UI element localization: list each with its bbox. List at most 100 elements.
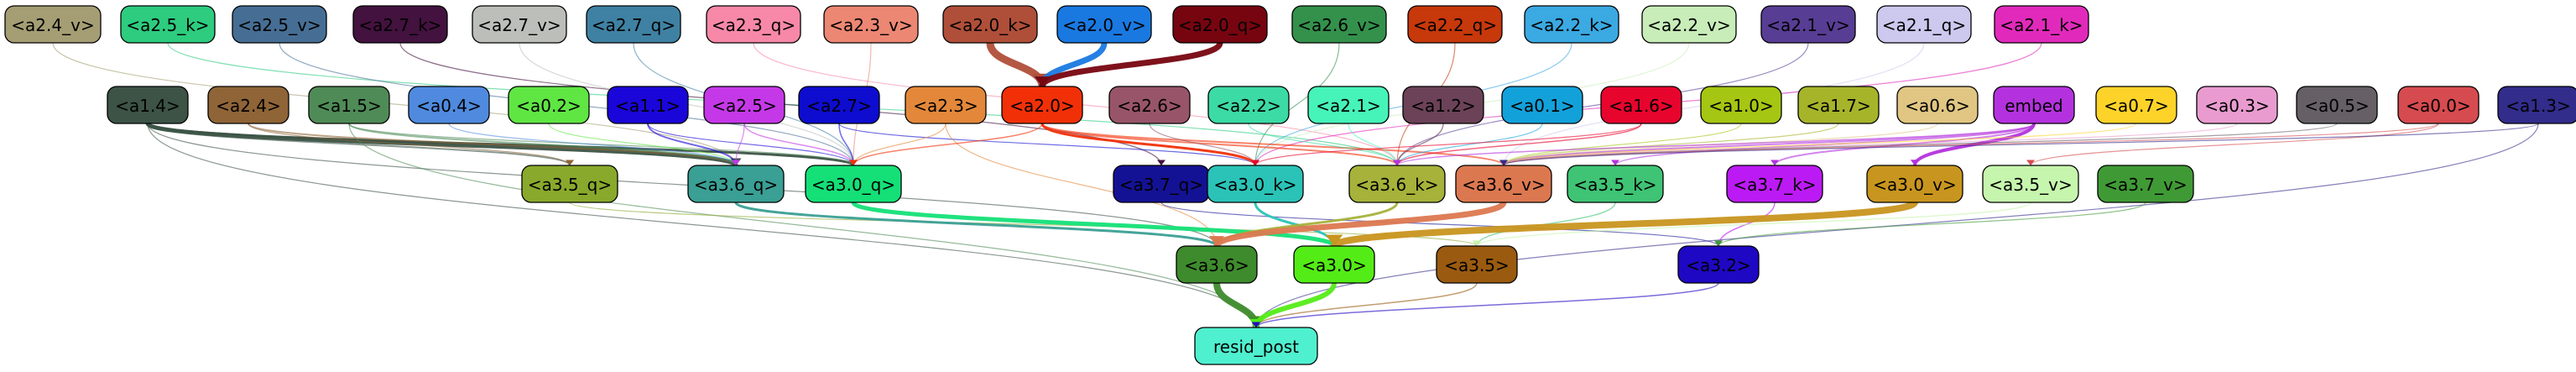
node-a1-1[interactable]: <a1.1>: [607, 86, 689, 124]
node-box: [352, 5, 448, 44]
node-a1-2[interactable]: <a1.2>: [1402, 86, 1484, 124]
edge-a0.0-to-a3.5_v: [2030, 123, 2439, 166]
edge-a2.2-to-a3.6_k: [1248, 123, 1398, 166]
node-a2-5-k[interactable]: <a2.5_k>: [120, 5, 216, 44]
node-label: <a3.5>: [1444, 255, 1510, 275]
node-a2-2-q[interactable]: <a2.2_q>: [1407, 5, 1503, 44]
node-a2-7-v[interactable]: <a2.7_v>: [472, 5, 567, 44]
node-a3-2[interactable]: <a3.2>: [1677, 245, 1760, 284]
node-box: [1436, 245, 1518, 284]
node-box: [1700, 86, 1782, 124]
node-a2-2-k[interactable]: <a2.2_k>: [1524, 5, 1619, 44]
node-a3-5-v[interactable]: <a3.5_v>: [1982, 165, 2079, 203]
node-label: <a3.6_k>: [1355, 175, 1438, 195]
node-a3-6-k[interactable]: <a3.6_k>: [1348, 165, 1446, 203]
edge-a2.4-to-a3.5_q: [248, 123, 571, 166]
node-box: [1993, 86, 2075, 124]
node-a2-5[interactable]: <a2.5>: [703, 86, 785, 124]
node-a3-5-q[interactable]: <a3.5_q>: [521, 165, 618, 203]
node-a0-4[interactable]: <a0.4>: [408, 86, 490, 124]
node-a2-6-v[interactable]: <a2.6_v>: [1291, 5, 1387, 44]
node-a3-0-k[interactable]: <a3.0_k>: [1207, 165, 1304, 203]
node-box: [1001, 86, 1083, 124]
node-box: [687, 165, 785, 203]
edge-a3.0_v-to-a3.0: [1331, 199, 1918, 249]
node-label: <a2.7_v>: [477, 15, 561, 35]
node-a2-1-v[interactable]: <a2.1_v>: [1760, 5, 1856, 44]
edge-a2.0-to-a3.0_q: [853, 123, 1043, 166]
node-box: [1172, 5, 1268, 44]
node-a3-0[interactable]: <a3.0>: [1293, 245, 1375, 284]
node-a3-6-q[interactable]: <a3.6_q>: [687, 165, 785, 203]
node-a3-7-v[interactable]: <a3.7_v>: [2097, 165, 2194, 203]
node-label: <a2.0_v>: [1062, 15, 1145, 35]
node-label: <a2.1_q>: [1882, 15, 1966, 35]
node-a2-1[interactable]: <a2.1>: [1307, 86, 1390, 124]
node-label: <a3.5_v>: [1989, 175, 2072, 195]
edge-a3.7_v-to-a3.2: [1718, 202, 2146, 247]
edge-a1.2-to-a3.6_k: [1396, 123, 1444, 166]
node-a1-4[interactable]: <a1.4>: [107, 86, 189, 124]
node-a1-0[interactable]: <a1.0>: [1700, 86, 1782, 124]
node-a2-0-v[interactable]: <a2.0_v>: [1056, 5, 1152, 44]
node-a2-7[interactable]: <a2.7>: [798, 86, 880, 124]
node-a3-0-q[interactable]: <a3.0_q>: [805, 165, 902, 203]
edge-arrowhead: [1251, 160, 1259, 165]
node-a3-7-k[interactable]: <a3.7_k>: [1726, 165, 1823, 203]
edge-a1.4-to-a3.6: [147, 123, 1218, 247]
node-a2-6[interactable]: <a2.6>: [1108, 86, 1191, 124]
node-label: <a0.7>: [2104, 96, 2169, 116]
node-a2-1-k[interactable]: <a2.1_k>: [1994, 5, 2089, 44]
node-a3-5-k[interactable]: <a3.5_k>: [1567, 165, 1664, 203]
node-a2-4-v[interactable]: <a2.4_v>: [4, 5, 102, 44]
node-label: <a2.1_v>: [1766, 15, 1849, 35]
node-a2-2[interactable]: <a2.2>: [1207, 86, 1290, 124]
node-a2-3[interactable]: <a2.3>: [905, 86, 987, 124]
node-a0-1[interactable]: <a0.1>: [1501, 86, 1583, 124]
node-a2-2-v[interactable]: <a2.2_v>: [1641, 5, 1737, 44]
node-box: [4, 5, 102, 44]
node-label: <a0.5>: [2304, 96, 2370, 116]
edge-a0.1-to-a3.6_k: [1396, 123, 1543, 166]
node-a0-0[interactable]: <a0.0>: [2397, 86, 2480, 124]
node-box: [1207, 165, 1304, 203]
node-a2-3-v[interactable]: <a2.3_v>: [823, 5, 919, 44]
node-a1-7[interactable]: <a1.7>: [1797, 86, 1880, 124]
node-resid-post[interactable]: resid_post: [1194, 327, 1318, 365]
node-a2-0-k[interactable]: <a2.0_k>: [942, 5, 1038, 44]
node-box: [308, 86, 390, 124]
node-a3-6[interactable]: <a3.6>: [1176, 245, 1258, 284]
node-a1-6[interactable]: <a1.6>: [1600, 86, 1682, 124]
node-a3-7-q[interactable]: <a3.7_q>: [1113, 165, 1210, 203]
node-embed[interactable]: embed: [1993, 86, 2075, 124]
node-label: <a3.6_v>: [1462, 175, 1545, 195]
node-a0-7[interactable]: <a0.7>: [2095, 86, 2177, 124]
node-a1-5[interactable]: <a1.5>: [308, 86, 390, 124]
edge-a0.3-to-a3.6_v: [1503, 123, 2238, 166]
node-label: embed: [2005, 96, 2062, 116]
node-label: <a3.6>: [1184, 255, 1249, 275]
node-a2-3-q[interactable]: <a2.3_q>: [706, 5, 801, 44]
edge-a2.5-to-a3.0_q: [743, 123, 854, 166]
node-label: <a2.1>: [1316, 96, 1381, 116]
node-a2-0-q[interactable]: <a2.0_q>: [1172, 5, 1268, 44]
edge-a1.3-to-a3.6_v: [1503, 123, 2539, 166]
node-a2-0[interactable]: <a2.0>: [1001, 86, 1083, 124]
node-box: [586, 5, 681, 44]
node-a0-2[interactable]: <a0.2>: [508, 86, 590, 124]
node-label: <a3.2>: [1686, 255, 1751, 275]
node-a0-5[interactable]: <a0.5>: [2296, 86, 2378, 124]
edge-a1.1-to-a3.0_q: [647, 123, 854, 166]
node-a3-0-v[interactable]: <a3.0_v>: [1866, 165, 1963, 203]
node-a2-4[interactable]: <a2.4>: [207, 86, 289, 124]
node-a0-6[interactable]: <a0.6>: [1896, 86, 1979, 124]
node-a3-6-v[interactable]: <a3.6_v>: [1455, 165, 1552, 203]
node-a2-5-v[interactable]: <a2.5_v>: [232, 5, 327, 44]
node-box: [1348, 165, 1446, 203]
node-a3-5[interactable]: <a3.5>: [1436, 245, 1518, 284]
node-a2-1-q[interactable]: <a2.1_q>: [1876, 5, 1972, 44]
node-a2-7-q[interactable]: <a2.7_q>: [586, 5, 681, 44]
node-a2-7-k[interactable]: <a2.7_k>: [352, 5, 448, 44]
node-a1-3[interactable]: <a1.3>: [2497, 86, 2576, 124]
node-a0-3[interactable]: <a0.3>: [2196, 86, 2278, 124]
